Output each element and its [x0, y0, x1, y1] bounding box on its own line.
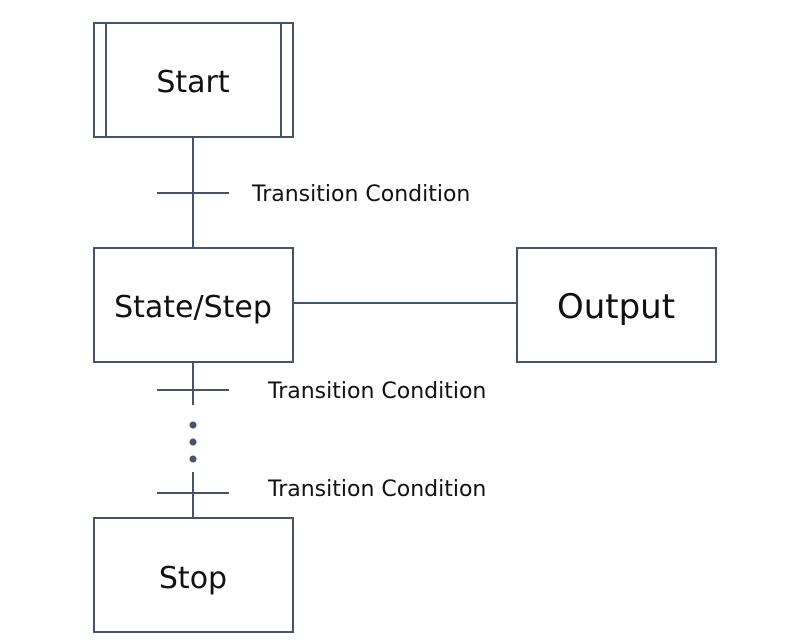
continuation-dot	[189, 455, 197, 463]
stop-step[interactable]: Stop	[93, 517, 294, 633]
start-step[interactable]: Start	[93, 22, 294, 138]
continuation-dots	[189, 421, 197, 463]
transition-condition-3: Transition Condition	[267, 477, 486, 502]
start-step-box	[93, 22, 294, 138]
continuation-dot	[189, 438, 197, 446]
state-step[interactable]: State/Step	[93, 247, 294, 363]
output-box	[516, 247, 717, 363]
output-action[interactable]: Output	[516, 247, 717, 363]
stop-step-box	[93, 517, 294, 633]
state-step-label: State/Step	[114, 290, 272, 325]
transition-condition-2: Transition Condition	[267, 379, 486, 404]
output-label: Output	[557, 287, 675, 327]
start-step-label: Start	[156, 65, 230, 100]
transition-condition-1: Transition Condition	[251, 182, 470, 207]
stop-step-label: Stop	[159, 561, 227, 596]
continuation-dot	[189, 421, 197, 429]
